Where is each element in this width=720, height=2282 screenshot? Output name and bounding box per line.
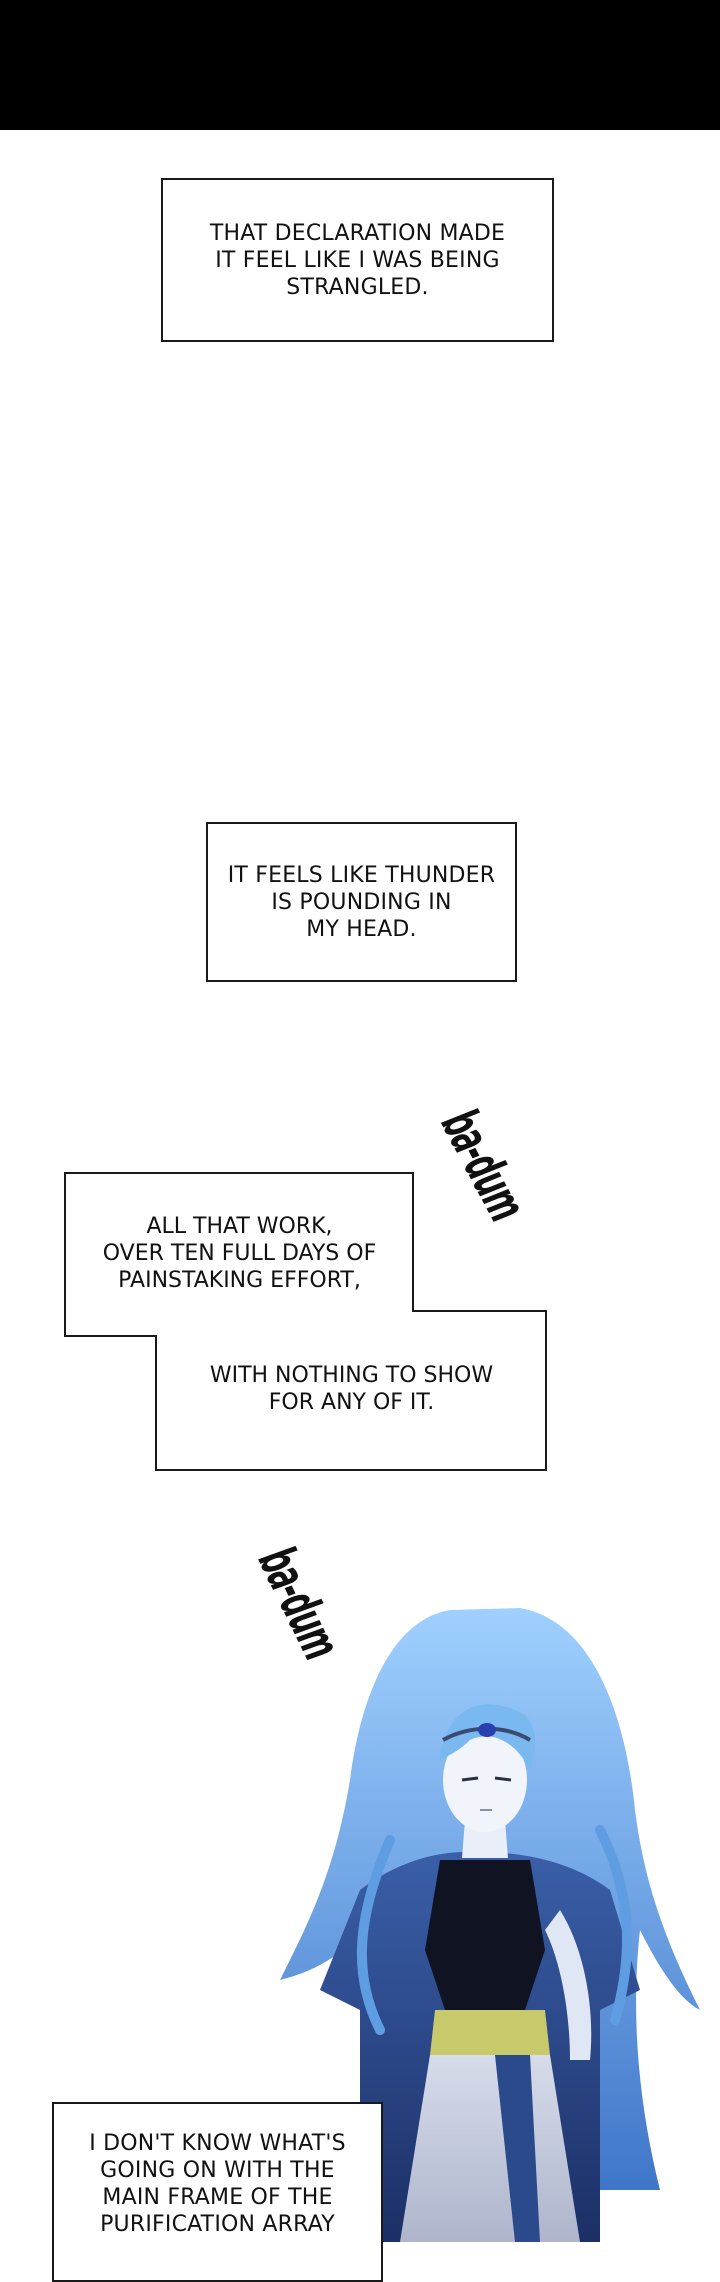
caption-box-purification: I DON'T KNOW WHAT'S GOING ON WITH THE MA… [52, 2102, 383, 2282]
top-black-bar [0, 0, 720, 130]
caption-text-nothing: WITH NOTHING TO SHOW FOR ANY OF IT. [209, 1363, 494, 1415]
sound-effect-badum: ba-dum [429, 1100, 537, 1231]
caption-text: I DON'T KNOW WHAT'S GOING ON WITH THE MA… [89, 2131, 346, 2237]
character-illustration [280, 1608, 700, 2242]
caption-box-declaration: THAT DECLARATION MADE IT FEEL LIKE I WAS… [161, 178, 554, 342]
caption-text: IT FEELS LIKE THUNDER IS POUNDING IN MY … [227, 862, 496, 942]
caption-text-work: ALL THAT WORK, OVER TEN FULL DAYS OF PAI… [102, 1214, 377, 1293]
caption-text: THAT DECLARATION MADE IT FEEL LIKE I WAS… [209, 220, 506, 300]
caption-box-thunder: IT FEELS LIKE THUNDER IS POUNDING IN MY … [206, 822, 517, 982]
